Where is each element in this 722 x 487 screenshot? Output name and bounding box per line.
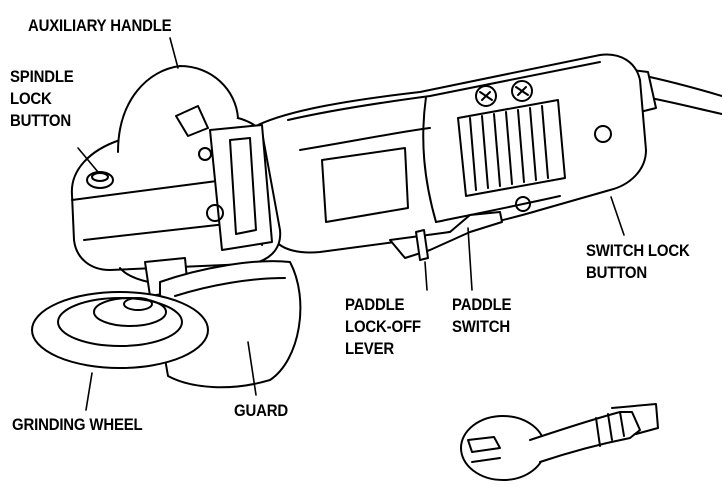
grinding-wheel-flange (123, 297, 153, 311)
label-guard: GUARD (234, 401, 288, 420)
side-panel (321, 147, 409, 223)
plug-icon (460, 403, 659, 481)
grip-divider (422, 96, 437, 223)
leader-lines (77, 37, 625, 411)
guard-icon (159, 260, 302, 389)
brush-screw-icon (475, 80, 533, 107)
motor-housing (257, 53, 647, 254)
paddle-lock-off-lever-icon (415, 229, 429, 261)
label-switch-lock-button-line2: BUTTON (586, 263, 648, 282)
label-paddle-lock-off-lever-line1: PADDLE (345, 295, 405, 314)
label-paddle-lock-off-lever-line2: LOCK-OFF (345, 317, 421, 336)
switch-lock-button-icon (594, 125, 612, 143)
label-switch-lock-button: SWITCH LOCK BUTTON (586, 240, 690, 284)
vent-grille (457, 99, 566, 197)
label-grinding-wheel: GRINDING WHEEL (12, 415, 143, 434)
guard-rim (174, 277, 286, 297)
label-paddle-lock-off-lever-line3: LEVER (345, 339, 395, 358)
bracket-slot (229, 137, 257, 235)
label-spindle-lock-button-line2: LOCK (10, 89, 52, 108)
label-spindle-lock-button: SPINDLE LOCK BUTTON (10, 66, 74, 132)
gear-head-lower-edge (83, 221, 245, 241)
label-spindle-lock-button-line3: BUTTON (10, 111, 72, 130)
label-switch-lock-button-line1: SWITCH LOCK (586, 241, 690, 260)
label-paddle-switch-line1: PADDLE (452, 295, 512, 314)
label-spindle-lock-button-line1: SPINDLE (10, 67, 74, 86)
housing-crease (299, 127, 431, 151)
handle-boss (175, 105, 209, 137)
gear-head-bracket (209, 124, 273, 251)
auxiliary-handle-icon (117, 65, 239, 153)
gear-head-screw-top (198, 147, 212, 161)
gear-head-screw (206, 204, 224, 222)
label-paddle-switch: PADDLE SWITCH (452, 294, 512, 338)
label-paddle-lock-off-lever: PADDLE LOCK-OFF LEVER (345, 294, 421, 360)
label-auxiliary-handle: AUXILIARY HANDLE (28, 16, 172, 35)
grip-lower-edge (435, 195, 561, 223)
spindle-lock-button-top (91, 172, 109, 182)
trigger-pivot-screw (515, 196, 531, 212)
housing-ridge (287, 61, 601, 121)
grinding-wheel-icon (31, 291, 209, 369)
label-paddle-switch-line2: SWITCH (452, 317, 510, 336)
grinding-wheel-hub-inner (93, 297, 167, 327)
